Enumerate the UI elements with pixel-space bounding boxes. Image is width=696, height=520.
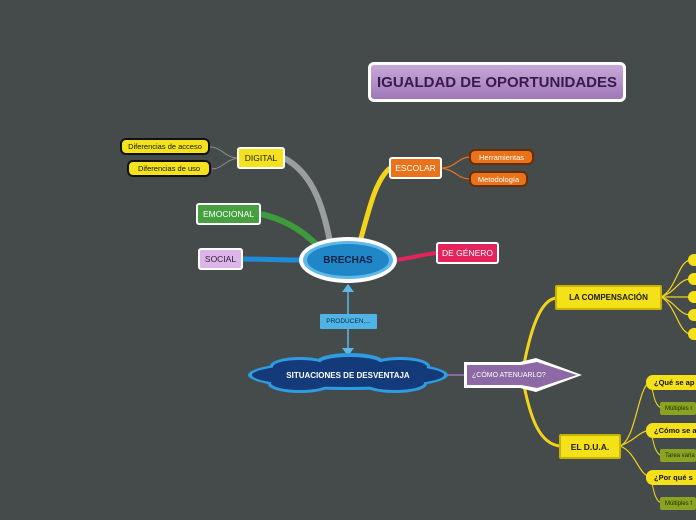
node-compensacion[interactable]: LA COMPENSACIÓN xyxy=(555,285,662,310)
node-dua[interactable]: EL D.U.A. xyxy=(559,434,621,459)
page-title[interactable]: IGUALDAD DE OPORTUNIDADES xyxy=(368,62,626,102)
como-arrow[interactable] xyxy=(467,362,577,388)
compensacion-child-3[interactable] xyxy=(688,291,696,303)
node-herramientas[interactable]: Herramientas xyxy=(469,149,534,165)
node-emocional[interactable]: EMOCIONAL xyxy=(196,203,261,225)
dua-question-2[interactable]: ¿Cómo se a xyxy=(646,423,696,438)
node-escolar[interactable]: ESCOLAR xyxy=(389,157,442,179)
node-social[interactable]: SOCIAL xyxy=(198,248,243,270)
situaciones-cloud[interactable] xyxy=(248,353,448,393)
center-node[interactable] xyxy=(307,244,389,276)
dua-question-3[interactable]: ¿Por qué s xyxy=(646,470,696,485)
node-digital[interactable]: DIGITAL xyxy=(237,147,285,169)
node-producen[interactable]: PRODUCEN,... xyxy=(320,314,377,329)
compensacion-child-5[interactable] xyxy=(688,328,696,340)
compensacion-child-1[interactable] xyxy=(688,254,696,266)
dua-answer-1[interactable]: Múltiples r xyxy=(660,402,696,415)
node-metodologia[interactable]: Metodología xyxy=(469,171,528,187)
como-label: ¿CÓMO ATENUARLO? xyxy=(472,371,546,379)
compensacion-child-4[interactable] xyxy=(688,309,696,321)
dua-answer-3[interactable]: Múltiples f xyxy=(660,497,696,510)
dua-question-1[interactable]: ¿Qué se ap xyxy=(646,375,696,390)
situaciones-label: SITUACIONES DE DESVENTAJA xyxy=(286,370,410,380)
node-diferencias-acceso[interactable]: Diferencias de acceso xyxy=(120,138,210,155)
compensacion-child-2[interactable] xyxy=(688,273,696,285)
node-de-genero[interactable]: DE GÉNERO xyxy=(436,242,499,264)
center-label: BRECHAS xyxy=(323,254,373,266)
node-diferencias-uso[interactable]: Diferencias de uso xyxy=(127,160,211,177)
dua-answer-2[interactable]: Tarea varia xyxy=(660,449,696,462)
